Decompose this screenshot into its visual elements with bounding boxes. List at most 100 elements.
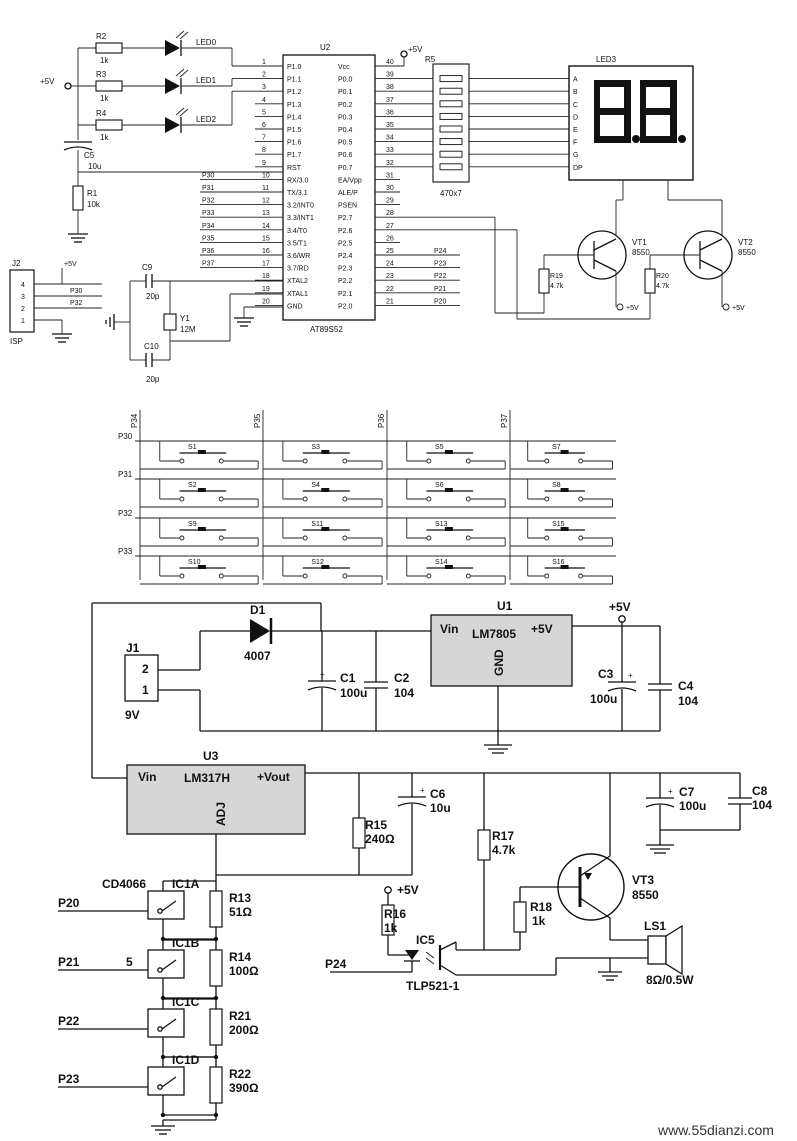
mcu-pin-name: RX/3.0 bbox=[287, 177, 309, 184]
isp-net: P30 bbox=[70, 288, 83, 295]
mcu-left-net: P32 bbox=[202, 198, 215, 205]
mcu-ref: U2 bbox=[320, 43, 331, 52]
u1-gnd: GND bbox=[492, 649, 506, 676]
mcu-pin-num: 11 bbox=[262, 185, 269, 192]
mcu-left-net: P37 bbox=[202, 261, 215, 268]
chain-res-ref: R13 bbox=[229, 891, 251, 905]
psu-out-terminal bbox=[618, 615, 626, 623]
svg-text:+: + bbox=[420, 786, 425, 795]
mcu-left-net: P36 bbox=[202, 248, 215, 255]
mcu-pin-num: 33 bbox=[386, 147, 394, 154]
isp-pin: 4 bbox=[21, 282, 25, 289]
c1-val: 100u bbox=[340, 686, 367, 700]
isp-pin: 1 bbox=[21, 318, 25, 325]
chain-ic-ref: IC1D bbox=[172, 1053, 200, 1067]
mcu-pin-name: P0.4 bbox=[338, 127, 353, 134]
keypad-switch-ref: S3 bbox=[311, 444, 320, 451]
keypad-switch: S4 bbox=[263, 479, 383, 508]
mcu-pin-name: 3.2/INT0 bbox=[287, 203, 314, 210]
display-ref: LED3 bbox=[596, 55, 617, 64]
display-seg-label: F bbox=[573, 140, 577, 147]
r15-ref: R15 bbox=[365, 818, 387, 832]
mcu-pin-num: 34 bbox=[386, 135, 394, 142]
vt3-ref: VT3 bbox=[632, 873, 654, 887]
mcu-left-net: P35 bbox=[202, 235, 215, 242]
mcu-pin-name: P2.6 bbox=[338, 228, 353, 235]
isp-net: P32 bbox=[70, 300, 83, 307]
keypad-switch: S12 bbox=[263, 556, 383, 585]
keypad-switch: S1 bbox=[140, 441, 259, 470]
mcu-pin-num: 31 bbox=[386, 172, 394, 179]
mcu-pin-name: 3.3/INT1 bbox=[287, 215, 314, 222]
keypad-switch-ref: S15 bbox=[552, 521, 565, 528]
r15-body bbox=[352, 817, 366, 849]
mcu-pin-name: P0.6 bbox=[338, 152, 353, 159]
led-icon bbox=[165, 117, 180, 133]
u3-part: LM317H bbox=[184, 771, 230, 785]
digit-segment bbox=[624, 80, 631, 143]
mcu-pin-num: 7 bbox=[262, 135, 266, 142]
mcu-pin-name: P1.3 bbox=[287, 102, 302, 109]
digit-dp bbox=[632, 135, 640, 143]
r16-val: 1k bbox=[384, 921, 398, 935]
keypad-switch: S14 bbox=[387, 556, 506, 585]
keypad-switch-ref: S13 bbox=[435, 521, 448, 528]
u3-ref: U3 bbox=[203, 749, 219, 763]
digit-segment bbox=[596, 80, 628, 87]
chain-res-val: 200Ω bbox=[229, 1023, 259, 1037]
mcu-pin-name: P0.1 bbox=[338, 89, 353, 96]
c5-ref: C5 bbox=[84, 151, 95, 160]
c4-val: 104 bbox=[678, 694, 698, 708]
keypad-col-label: P37 bbox=[500, 413, 509, 428]
j1-val: 9V bbox=[125, 708, 140, 722]
resnet-body bbox=[432, 63, 470, 183]
chain-res-ref: R22 bbox=[229, 1067, 251, 1081]
mcu-pin-num: 18 bbox=[262, 273, 270, 280]
keypad-switch: S5 bbox=[387, 441, 506, 470]
d1-body bbox=[250, 619, 270, 643]
c10-val: 20p bbox=[146, 375, 160, 384]
u1-regulator bbox=[430, 614, 573, 687]
mcu-pin-num: 26 bbox=[386, 235, 394, 242]
display-seg-label: G bbox=[573, 152, 578, 159]
d1-val: 4007 bbox=[244, 649, 271, 663]
led-res-val: 1k bbox=[100, 56, 109, 65]
keypad-switch-ref: S6 bbox=[435, 482, 444, 489]
mcu-pin-name: P2.7 bbox=[338, 215, 353, 222]
keypad-switch: S11 bbox=[263, 518, 383, 547]
mcu-pin-name: 3.4/T0 bbox=[287, 228, 307, 235]
j1-body bbox=[124, 654, 159, 702]
mcu-pin-num: 35 bbox=[386, 122, 394, 129]
u3-adj: ADJ bbox=[214, 802, 228, 826]
led-resistor bbox=[95, 80, 123, 92]
chain-net: P21 bbox=[58, 955, 80, 969]
keypad-switch: S7 bbox=[510, 441, 613, 470]
mcu-pin-num: 3 bbox=[262, 84, 266, 91]
driver-rail-label: +5V bbox=[732, 305, 745, 312]
chain-switch bbox=[147, 890, 185, 920]
r1-val: 10k bbox=[87, 200, 101, 209]
mcu-pin-name: XTAL1 bbox=[287, 291, 308, 298]
resnet-r5: R5 470x7 bbox=[425, 55, 569, 198]
svg-text:+: + bbox=[668, 787, 673, 796]
driver-val: 8550 bbox=[738, 248, 756, 257]
keypad-row-label: P32 bbox=[118, 509, 133, 518]
chain-switch bbox=[147, 949, 185, 979]
chain-resistor bbox=[209, 890, 223, 928]
c9-val: 20p bbox=[146, 292, 160, 301]
led-icon bbox=[165, 78, 180, 94]
keypad-col-label: P35 bbox=[253, 413, 262, 428]
mcu-pin-num: 36 bbox=[386, 109, 394, 116]
mcu-pin-num: 17 bbox=[262, 261, 270, 268]
led-resistor bbox=[95, 119, 123, 131]
crystal-ref: Y1 bbox=[180, 314, 190, 323]
c2-val: 104 bbox=[394, 686, 414, 700]
keypad-switch: S16 bbox=[510, 556, 613, 585]
mcu-pin-num: 22 bbox=[386, 286, 394, 293]
mcu-pin-name: P2.2 bbox=[338, 278, 353, 285]
r16-rail-terminal bbox=[384, 886, 392, 894]
mcu-pin-num: 15 bbox=[262, 235, 270, 242]
chain-net: P20 bbox=[58, 896, 80, 910]
